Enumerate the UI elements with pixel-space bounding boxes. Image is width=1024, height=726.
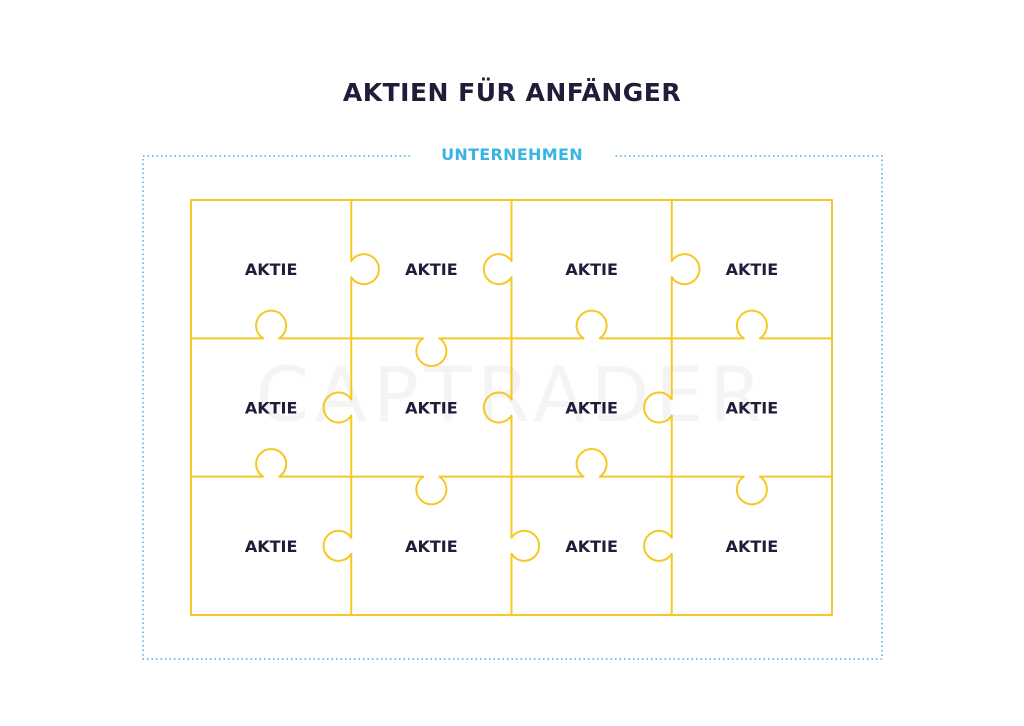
- puzzle-edge-vertical: [670, 200, 701, 339]
- puzzle-edge-vertical: [322, 476, 353, 615]
- puzzle-piece-label: AKTIE: [726, 398, 779, 417]
- puzzle-piece-label: AKTIE: [405, 398, 458, 417]
- puzzle-edge-vertical: [322, 338, 353, 477]
- frame-label: UNTERNEHMEN: [441, 145, 583, 164]
- puzzle-edge-horizontal: [511, 309, 672, 340]
- puzzle-edge-vertical: [510, 476, 541, 615]
- puzzle-edge-vertical: [643, 338, 673, 477]
- puzzle-edge-horizontal: [191, 309, 352, 340]
- puzzle-piece-label: AKTIE: [565, 537, 618, 556]
- puzzle-piece-label: AKTIE: [245, 537, 298, 556]
- puzzle-edge-vertical: [482, 200, 513, 339]
- puzzle-edge-horizontal: [671, 309, 832, 340]
- outer-frame: [142, 155, 883, 660]
- puzzle-edge-horizontal: [671, 475, 832, 506]
- puzzle-edge-vertical: [643, 476, 673, 615]
- puzzle-edge-vertical: [350, 200, 380, 339]
- puzzle-edge-vertical: [482, 338, 513, 477]
- puzzle-piece-label: AKTIE: [405, 260, 458, 279]
- puzzle-edge-horizontal: [511, 447, 672, 478]
- puzzle-piece-label: AKTIE: [245, 260, 298, 279]
- puzzle-piece-label: AKTIE: [565, 398, 618, 417]
- puzzle-piece-label: AKTIE: [726, 537, 779, 556]
- puzzle-piece-label: AKTIE: [405, 537, 458, 556]
- puzzle-edge-horizontal: [351, 475, 512, 506]
- puzzle-piece-label: AKTIE: [245, 398, 298, 417]
- page-title: AKTIEN FÜR ANFÄNGER: [342, 78, 682, 107]
- puzzle-edge-horizontal: [191, 447, 352, 478]
- puzzle-edge-horizontal: [351, 337, 512, 368]
- puzzle-piece-label: AKTIE: [726, 260, 779, 279]
- puzzle-piece-label: AKTIE: [565, 260, 618, 279]
